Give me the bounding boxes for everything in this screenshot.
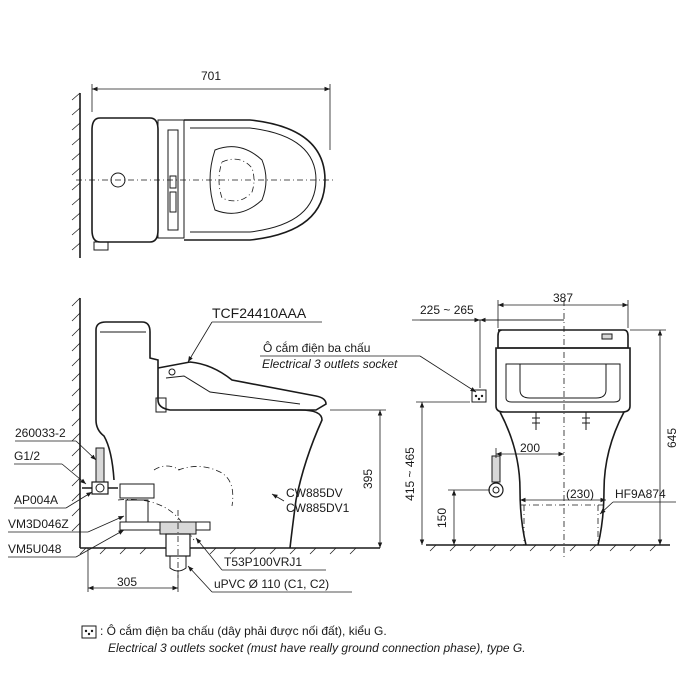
part-label-p1: 260033-2 [15, 426, 66, 440]
supply-dim: 200 [520, 441, 540, 455]
footnote-vi: : Ô cắm điện ba chấu (dây phải được nối … [100, 624, 387, 638]
wall-hatch-side [71, 297, 81, 532]
socket-label-en: Electrical 3 outlets socket [262, 357, 398, 371]
front-view: 387 225 ~ 265 645 415 ~ 465 200 150 (230… [403, 291, 679, 560]
seat-model-label: TCF24410AAA [212, 305, 307, 321]
footnote-en: Electrical 3 outlets socket (must have r… [108, 641, 526, 655]
top-width-dim: 701 [201, 69, 221, 83]
front-width-dim: 387 [553, 291, 573, 305]
part-label-p3: AP004A [14, 493, 58, 507]
front-offset-dim: 225 ~ 265 [420, 303, 474, 317]
front-height-dim: 645 [665, 428, 679, 448]
side-height-dim: 395 [361, 469, 375, 489]
top-view: 701 [71, 69, 336, 258]
outlet-dim: (230) [566, 487, 594, 501]
hinge-part-label: HF9A874 [615, 487, 666, 501]
body-label-2: CW885DV1 [286, 501, 350, 515]
footnote-socket-symbol [81, 625, 97, 639]
body-label-1: CW885DV [286, 486, 343, 500]
flange-label: T53P100VRJ1 [224, 555, 302, 569]
part-label-p5: VM5U048 [8, 542, 62, 556]
side-view: 395 305 TCF24410AAA Ô cắm điện ba chấu E… [8, 297, 477, 593]
supply-height-dim: 150 [435, 508, 449, 528]
floor-hatch-front [429, 544, 657, 552]
socket-height-dim: 415 ~ 465 [403, 447, 417, 501]
floor-hatch-side [79, 547, 357, 555]
part-label-p2: G1/2 [14, 449, 40, 463]
wall-hatch-top [71, 92, 81, 251]
socket-label-vi: Ô cắm điện ba chấu [263, 340, 370, 355]
side-depth-dim: 305 [117, 575, 137, 589]
pipe-label: uPVC Ø 110 (C1, C2) [214, 577, 329, 591]
part-label-p4: VM3D046Z [8, 517, 69, 531]
